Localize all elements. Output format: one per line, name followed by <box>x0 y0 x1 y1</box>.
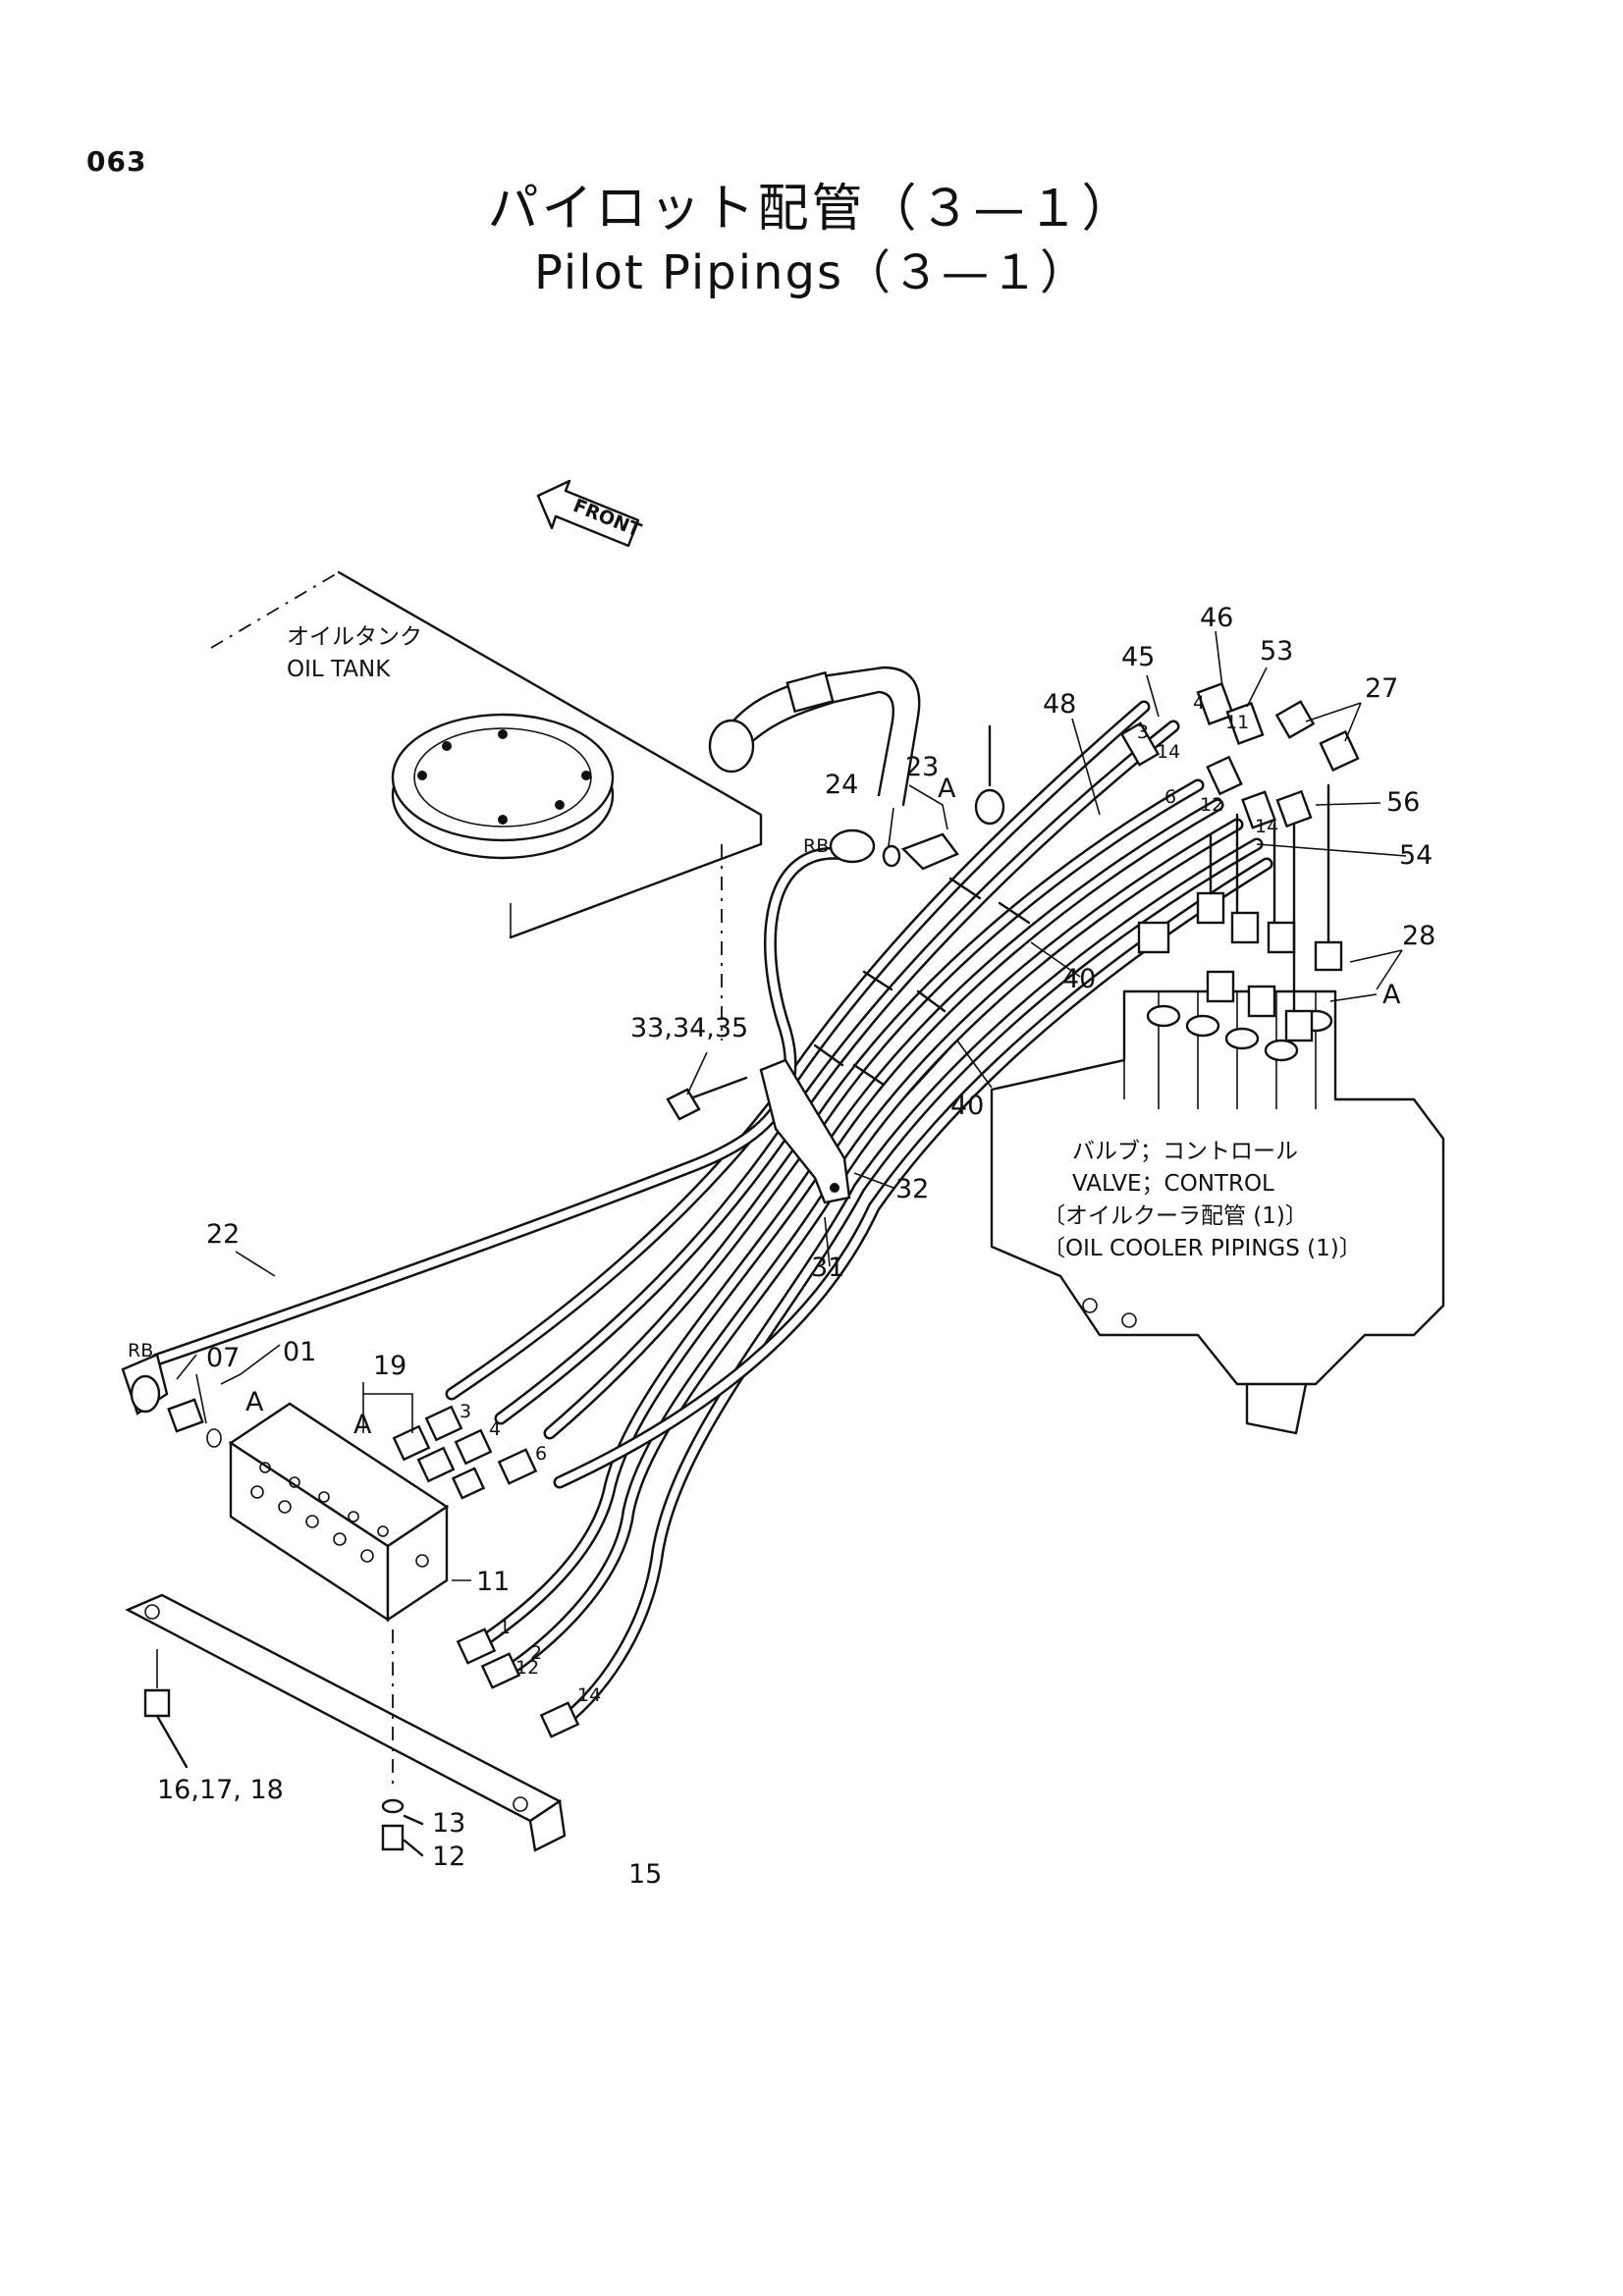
callout-11: 11 <box>476 1567 510 1597</box>
callout-54: 54 <box>1399 840 1433 871</box>
callout-a-3: A <box>245 1387 264 1417</box>
callout-16-17-18: 16,17, 18 <box>157 1775 284 1805</box>
mark-valve-14: 14 <box>1157 741 1180 763</box>
callout-13: 13 <box>432 1808 465 1839</box>
screw-12 <box>381 1798 424 1857</box>
callout-46: 46 <box>1200 603 1233 633</box>
bracket-32 <box>759 1058 851 1204</box>
callout-45: 45 <box>1121 642 1155 672</box>
callout-48: 48 <box>1043 689 1076 720</box>
front-arrow-icon: FRONT <box>536 479 645 548</box>
leader-lines <box>176 630 1407 1581</box>
page-title-english: Pilot Pipings（３—１） <box>534 245 1089 300</box>
callout-15: 15 <box>628 1859 662 1890</box>
callout-23: 23 <box>905 752 939 782</box>
front-arrow-label: FRONT <box>570 495 645 542</box>
mark-hose-4: 4 <box>489 1418 501 1440</box>
mark-hose-6: 6 <box>535 1443 547 1465</box>
callout-28: 28 <box>1402 921 1435 951</box>
callout-22: 22 <box>206 1219 240 1250</box>
mark-rb-hose22: RB <box>128 1340 153 1362</box>
callout-32: 32 <box>895 1174 929 1204</box>
valve-label-en: VALVE；CONTROL <box>1072 1171 1274 1197</box>
valve-ref-jp: 〔オイルクーラ配管 (1)〕 <box>1043 1203 1308 1229</box>
hose-marks: RB RB 3 4 6 1 2 12 14 4 11 3 14 6 12 14 <box>128 692 1278 1706</box>
callout-07: 07 <box>206 1343 240 1373</box>
callout-33-34-35: 33,34,35 <box>630 1013 748 1043</box>
valve-ref-en: 〔OIL COOLER PIPINGS (1)〕 <box>1043 1236 1362 1261</box>
callout-40-upper: 40 <box>1062 964 1096 994</box>
callout-a-1: A <box>938 774 956 804</box>
callout-24: 24 <box>825 770 858 800</box>
callout-a-4: A <box>353 1410 372 1440</box>
oil-tank-label-en: OIL TANK <box>287 657 391 682</box>
elbow-fitting-23 <box>882 832 959 871</box>
mark-valve-6: 6 <box>1164 786 1176 808</box>
mark-valve-11: 11 <box>1225 712 1249 733</box>
hose-clamps <box>813 877 1031 1087</box>
mark-valve-4: 4 <box>1193 692 1205 714</box>
callout-19: 19 <box>373 1351 406 1381</box>
callout-53: 53 <box>1260 636 1293 667</box>
mark-hose-2: 2 <box>530 1642 542 1664</box>
mark-valve-14b: 14 <box>1255 816 1278 837</box>
oil-tank-label-jp: オイルタンク <box>287 624 422 650</box>
manifold-block-11 <box>228 1402 450 1623</box>
callout-27: 27 <box>1365 673 1398 704</box>
mark-hose-1: 1 <box>499 1617 511 1638</box>
part-callouts: 45 46 53 27 48 23 24 A 56 54 28 A 40 40 … <box>157 603 1435 1890</box>
mark-hose-12: 12 <box>515 1657 539 1679</box>
page-title-japanese: パイロット配管（３—１） <box>487 180 1136 239</box>
control-valve: バルブ；コントロール VALVE；CONTROL 〔オイルクーラ配管 (1)〕 … <box>990 989 1445 1435</box>
callout-01: 01 <box>283 1337 316 1367</box>
mark-rb-tank: RB <box>803 835 829 857</box>
mark-hose-14: 14 <box>577 1684 601 1706</box>
mounting-plate-15 <box>125 1593 567 1852</box>
callout-56: 56 <box>1386 787 1420 818</box>
mark-valve-12: 12 <box>1200 794 1223 816</box>
manifold-fittings <box>167 1398 580 1738</box>
callout-40-lower: 40 <box>950 1091 984 1121</box>
page-number: 063 <box>86 145 147 178</box>
valve-label-jp: バルブ；コントロール <box>1072 1139 1298 1164</box>
callout-a-2: A <box>1382 980 1401 1010</box>
screw-16 <box>143 1649 189 1769</box>
mark-valve-3: 3 <box>1137 721 1149 743</box>
return-pipe <box>708 666 1005 826</box>
oil-tank: オイルタンク OIL TANK <box>210 570 763 1041</box>
hose-22 <box>121 828 876 1415</box>
mark-hose-3: 3 <box>460 1401 471 1422</box>
valve-fittings <box>1119 682 1360 1042</box>
bolt-33 <box>666 1076 748 1121</box>
callout-31: 31 <box>811 1253 844 1283</box>
callout-12: 12 <box>432 1842 465 1872</box>
